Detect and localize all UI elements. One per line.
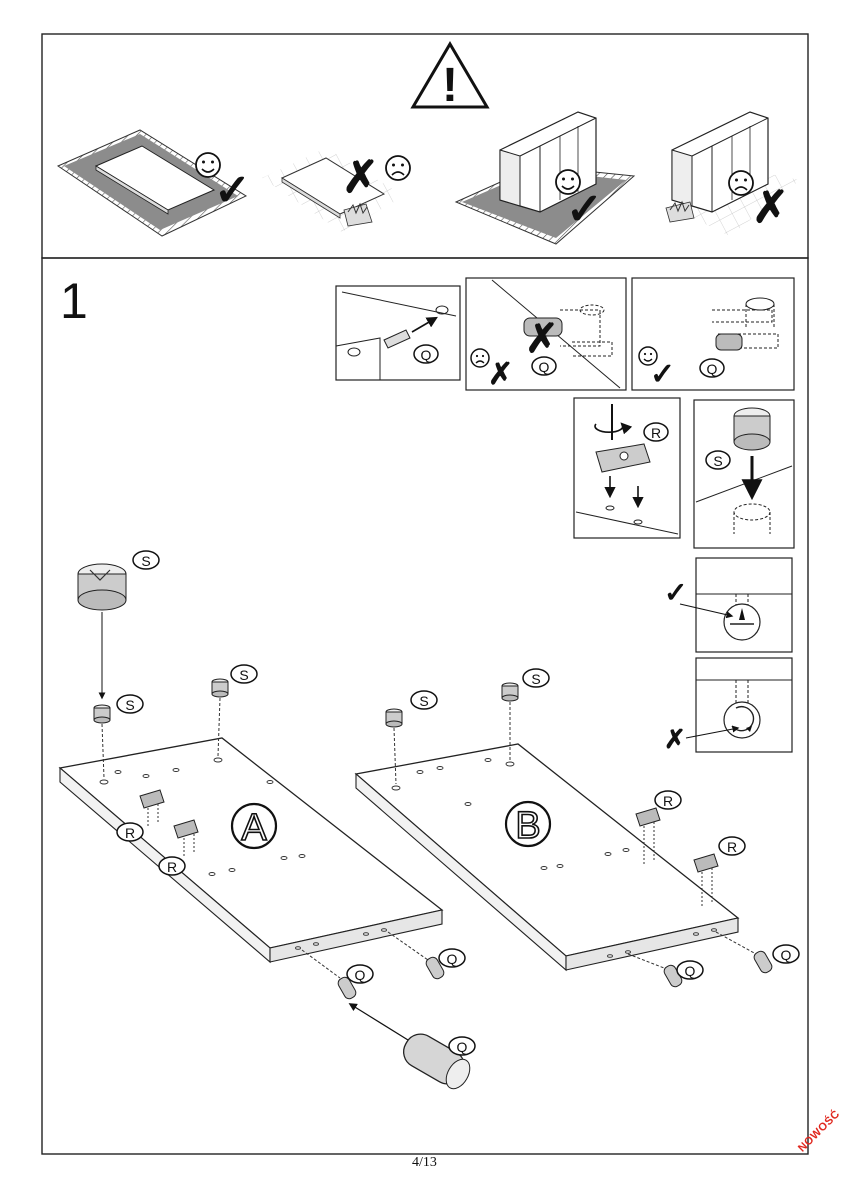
check-mark: ✓ [664,577,687,608]
s-label: S [116,694,144,714]
panel-label-a: A [230,802,278,850]
check-mark: ✓ [566,185,603,234]
svg-text:Q: Q [707,361,718,377]
cam-lock-large-icon [77,563,127,611]
cross-mark: ✗ [488,358,513,391]
check-mark: ✓ [650,358,675,391]
q-label: Q [699,358,725,378]
debris-icon [343,202,373,227]
cross-mark: ✗ [525,317,559,361]
warning-exclamation: ! [442,59,458,112]
inset-cam-orientation-wrong [685,657,793,753]
cam-lock-icon [385,708,403,728]
svg-text:Q: Q [421,347,432,363]
hinge-plate-icon [635,807,661,864]
s-label: S [522,668,550,688]
r-label: R [718,836,746,856]
hinge-plate-icon [173,819,199,856]
smiley-happy-icon [195,152,221,178]
cross-mark: ✗ [664,724,686,754]
svg-text:S: S [141,553,150,569]
r-label: R [643,422,669,442]
cam-lock-icon [733,407,771,451]
hinge-plate-icon [139,789,165,826]
cam-lock-icon [93,704,111,724]
smiley-sad-icon [385,155,411,181]
svg-text:Q: Q [539,359,550,375]
inset-dowel-insertion: Q [335,285,461,381]
inset-dowel-correct: ✓ Q [631,277,795,391]
svg-text:Q: Q [685,963,696,979]
inset-dowel-wrong: ✗ ✗ Q [465,277,627,391]
check-mark: ✓ [214,166,251,215]
svg-text:S: S [419,693,428,709]
svg-text:B: B [515,805,540,847]
svg-text:R: R [727,839,737,855]
svg-text:Q: Q [457,1039,468,1055]
inset-hinge-plate: R [573,397,681,539]
q-label: Q [676,960,704,980]
s-label: S [705,450,731,470]
scene-cabinet-on-mat-correct: ✓ [454,111,636,245]
debris-icon [665,200,695,223]
svg-text:Q: Q [355,967,366,983]
svg-text:R: R [167,859,177,875]
svg-text:S: S [531,671,540,687]
cross-mark: ✗ [342,153,379,202]
svg-text:R: R [125,825,135,841]
dowel-icon [337,976,357,1000]
smiley-sad-icon [728,170,754,196]
svg-text:Q: Q [447,951,458,967]
smiley-sad-icon [470,348,490,368]
smiley-happy-icon [638,346,658,366]
page-number: 4/13 [412,1155,437,1170]
r-label: R [654,790,682,810]
q-label: Q [772,944,800,964]
cam-lock-icon [211,678,229,698]
svg-text:R: R [663,793,673,809]
s-label: S [132,550,160,570]
step-number: 1 [60,273,88,329]
cross-mark: ✗ [752,183,789,232]
warning-triangle-icon: ! [410,41,490,112]
q-label: Q [413,344,439,364]
q-label: Q [448,1036,476,1056]
cam-lock-icon [501,682,519,702]
r-label: R [158,856,186,876]
q-label: Q [531,356,557,376]
svg-text:S: S [239,667,248,683]
r-label: R [116,822,144,842]
svg-text:A: A [241,807,267,849]
svg-text:S: S [125,697,134,713]
scene-cabinet-on-floor-wrong: ✗ [664,111,800,236]
svg-text:Q: Q [781,947,792,963]
inset-cam-orientation-correct [679,557,793,653]
panel-label-b: B [504,800,552,848]
dowel-icon [425,956,445,980]
dowel-icon [753,950,773,974]
inset-cam-insertion: S [693,399,795,549]
panel-b: B [354,743,740,972]
scene-panel-on-floor-wrong: ✗ [262,148,411,232]
dowel-large-icon [402,1033,471,1090]
s-label: S [410,690,438,710]
svg-text:S: S [713,453,722,469]
q-label: Q [346,964,374,984]
step-panel [41,257,809,1155]
hinge-plate-icon [693,853,719,908]
s-label: S [230,664,258,684]
smiley-happy-icon [555,169,581,195]
q-label: Q [438,948,466,968]
scene-panel-on-mat-correct: ✓ [56,129,251,237]
svg-text:R: R [651,425,661,441]
